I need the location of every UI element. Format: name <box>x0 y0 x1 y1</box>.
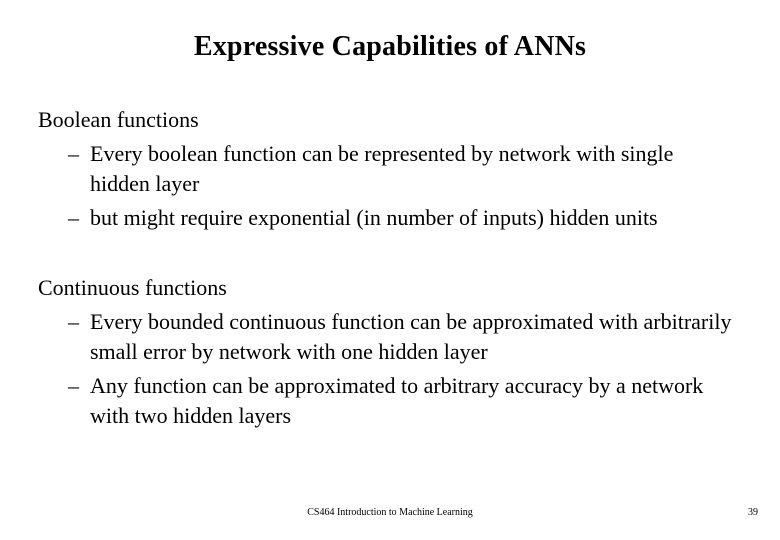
dash-bullet-marker: – <box>68 205 79 230</box>
section-header-boolean: Boolean functions <box>38 107 199 132</box>
bullet-item: – but might require exponential (in numb… <box>38 203 738 233</box>
slide-body: Boolean functions – Every boolean functi… <box>38 105 750 431</box>
bullet-text: Any function can be approximated to arbi… <box>90 373 704 428</box>
bullet-item: – Any function can be approximated to ar… <box>38 371 738 431</box>
bullet-text: Every boolean function can be represente… <box>90 141 674 196</box>
section-header-continuous: Continuous functions <box>38 275 227 300</box>
dash-bullet-marker: – <box>68 373 79 398</box>
bullet-text: but might require exponential (in number… <box>90 205 658 230</box>
slide-footer: CS464 Introduction to Machine Learning 3… <box>0 506 780 520</box>
slide-title: Expressive Capabilities of ANNs <box>193 31 587 62</box>
page-number: 39 <box>748 507 758 518</box>
section-boolean-functions: Boolean functions – Every boolean functi… <box>38 105 750 233</box>
dash-bullet-marker: – <box>68 309 79 334</box>
footer-course-label: CS464 Introduction to Machine Learning <box>307 507 473 518</box>
bullet-item: – Every boolean function can be represen… <box>38 139 738 199</box>
dash-bullet-marker: – <box>68 141 79 166</box>
section-continuous-functions: Continuous functions – Every bounded con… <box>38 273 750 431</box>
bullet-item: – Every bounded continuous function can … <box>38 307 738 367</box>
bullet-text: Every bounded continuous function can be… <box>90 309 732 364</box>
